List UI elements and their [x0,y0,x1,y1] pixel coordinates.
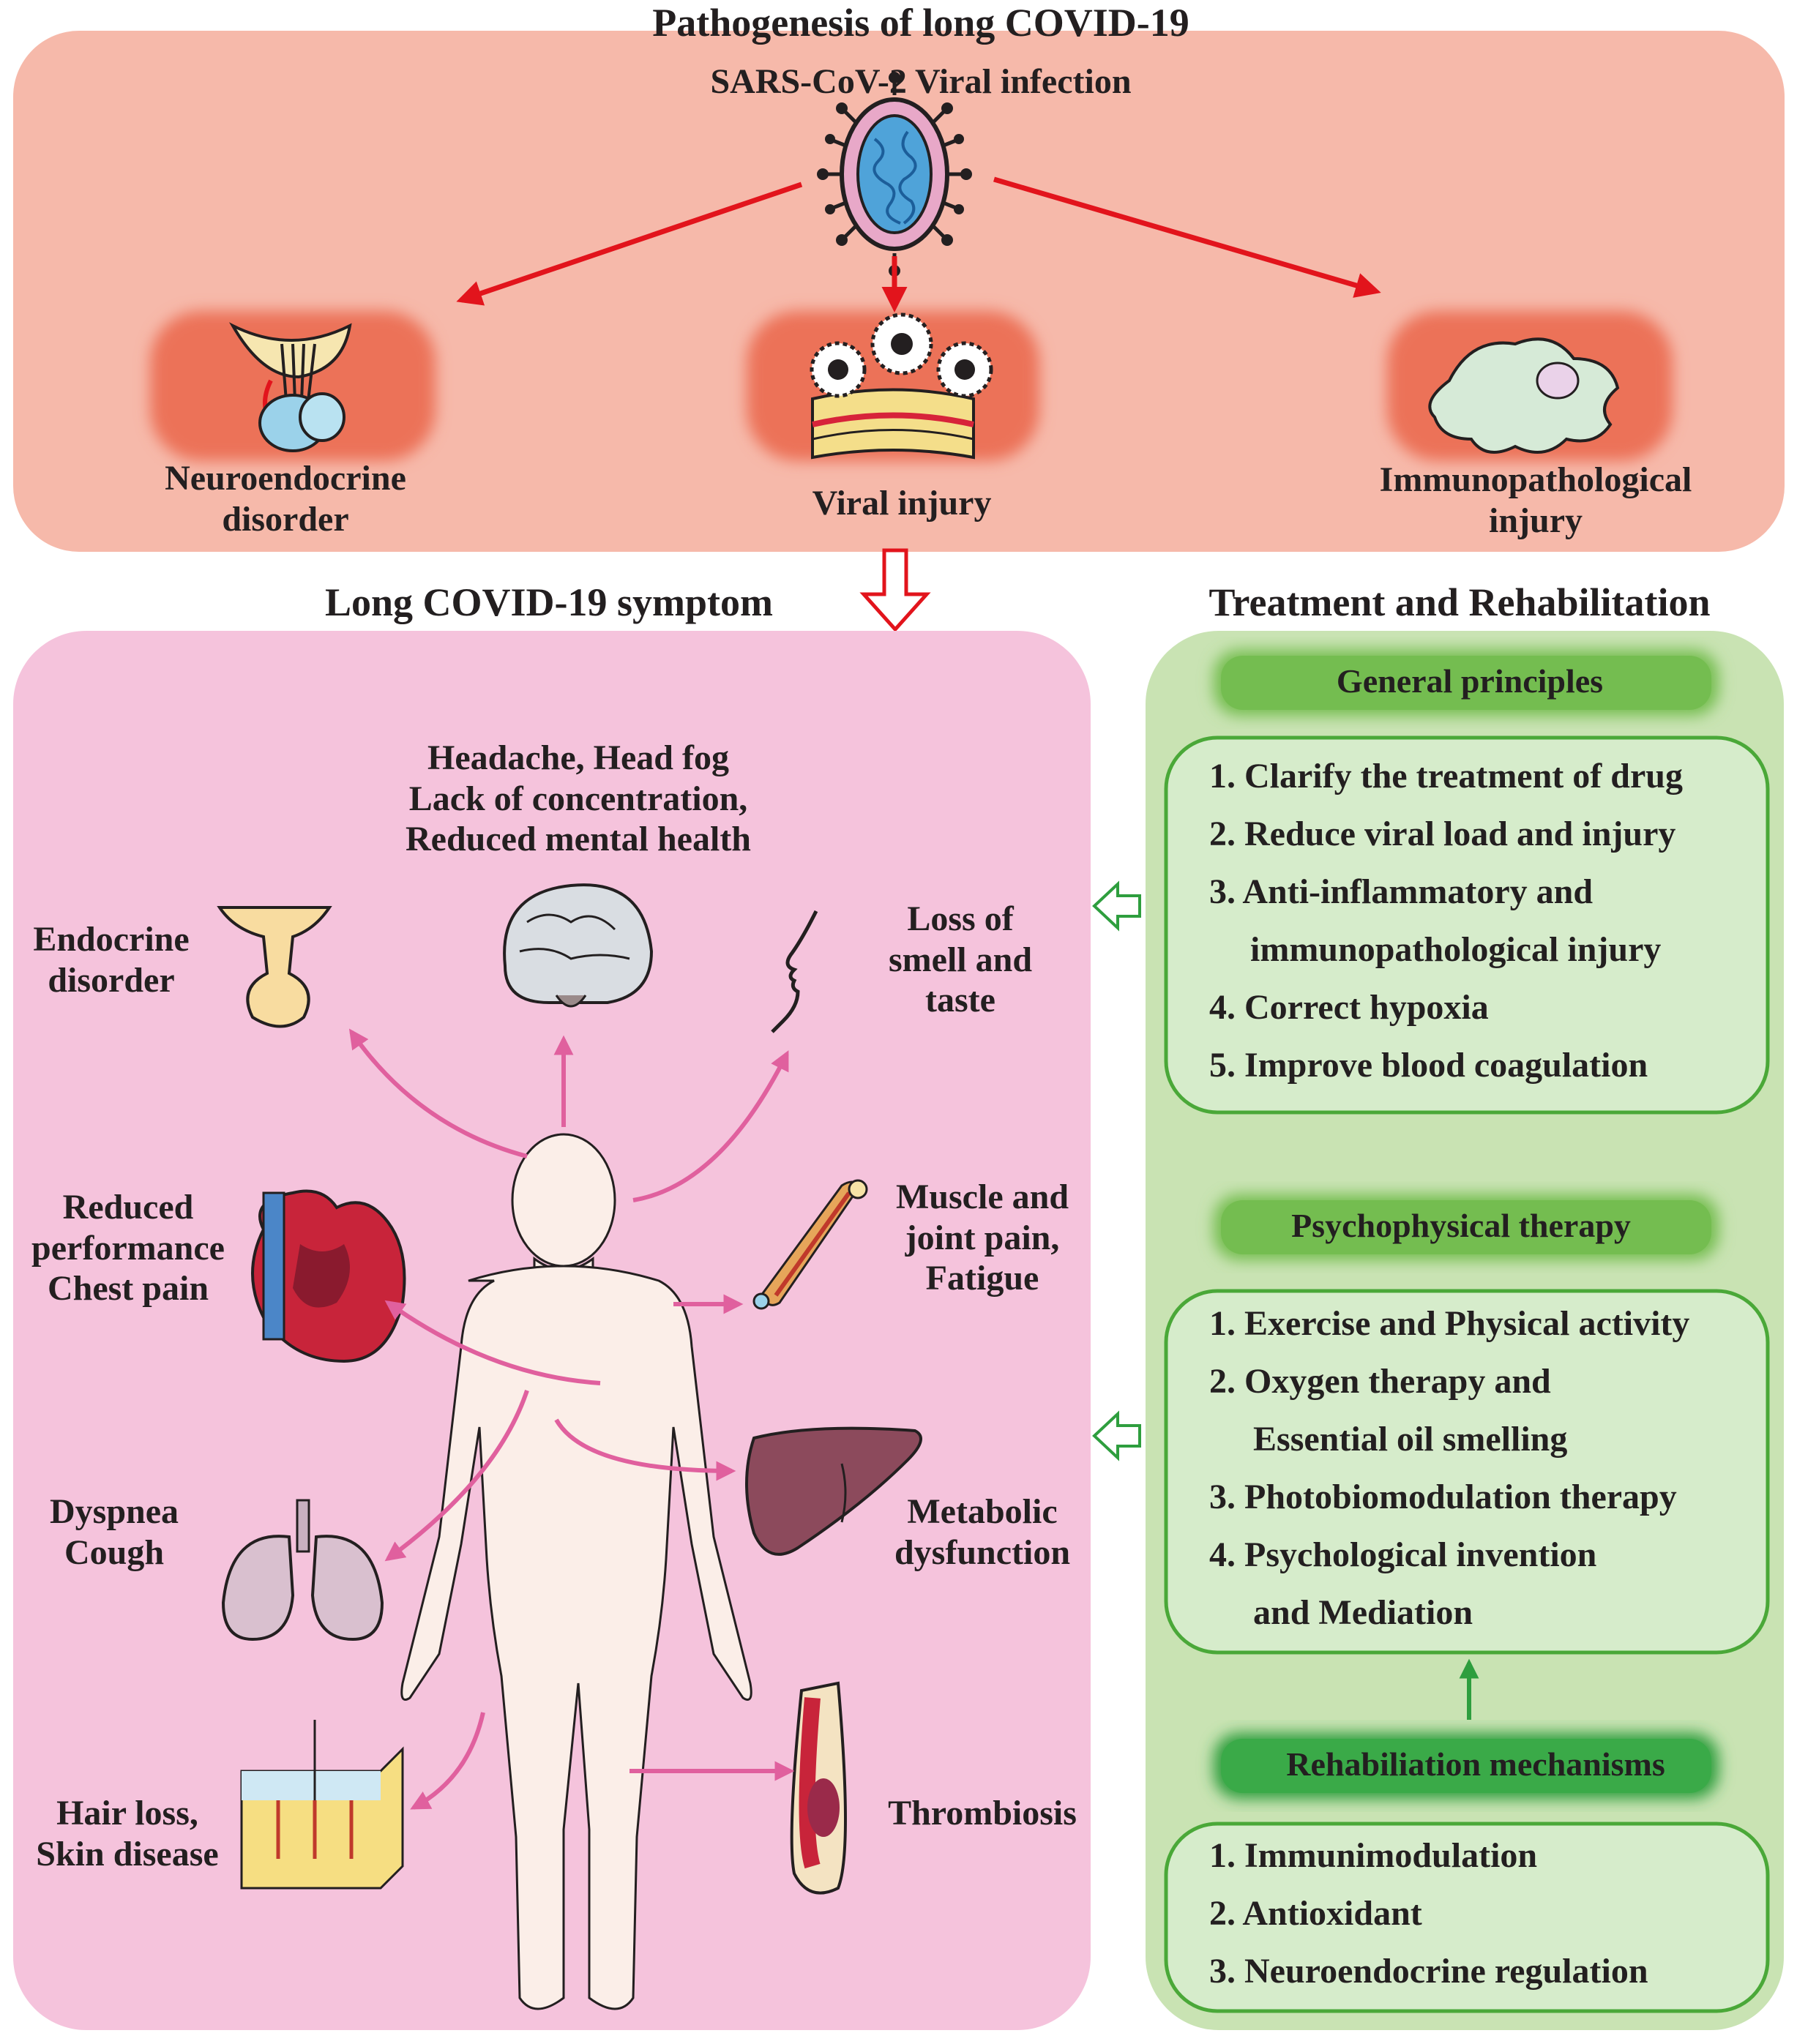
general-item-3: 3. Anti-inflammatory and [1209,872,1594,911]
infection-label: SARS-CoV-2 Viral infection [710,62,1132,101]
brain-icon [503,883,654,1008]
pituitary-small-icon [217,906,332,1028]
arrow-endocrine [348,1028,528,1158]
rehab-item-2: 2. Antioxidant [1209,1894,1422,1933]
skin-icon [240,1720,404,1890]
psychophysical-title: Psychophysical therapy [1291,1207,1631,1244]
general-item-4: 4. Correct hypoxia [1209,988,1489,1027]
liver-icon [745,1426,922,1556]
treatment-header: Treatment and Rehabilitation [1208,580,1711,624]
arrow-liver [554,1418,736,1481]
general-item-3b: immunopathological injury [1250,930,1662,969]
psycho-item-1: 1. Exercise and Physical activity [1209,1304,1690,1343]
blood-vessel-icon [790,1681,847,1895]
psycho-item-4b: and Mediation [1253,1593,1473,1632]
rehab-title: Rehabiliation mechanisms [1286,1745,1665,1783]
viral-injury-label: Viral injury [812,484,992,523]
psychophysical-box [1164,1289,1770,1655]
psycho-item-2: 2. Oxygen therapy and [1209,1362,1551,1401]
psycho-item-4: 4. Psychological invention [1209,1535,1597,1574]
face-icon [771,910,818,1033]
human-body-icon [400,1133,752,2010]
virus-icon [817,72,972,277]
green-left-arrow-1 [1092,880,1141,932]
arrow-smell [632,1050,789,1202]
symptom-header: Long COVID-19 symptom [324,580,774,624]
psycho-item-2b: Essential oil smelling [1253,1420,1568,1459]
neuroendocrine-blob [150,311,436,461]
page-title: Pathogenesis of long COVID-19 [652,1,1189,45]
symptom-thrombosis-label: Thrombiosis [888,1794,1077,1833]
heart-icon [251,1189,406,1363]
psycho-item-3: 3. Photobiomodulation therapy [1209,1478,1677,1516]
arrow-skin [410,1712,485,1810]
general-item-1: 1. Clarify the treatment of drug [1209,757,1683,795]
general-principles-box [1164,735,1770,1115]
general-item-5: 5. Improve blood coagulation [1209,1046,1648,1085]
green-left-arrow-2 [1092,1410,1141,1461]
general-principles-title: General principles [1336,662,1604,700]
lungs-icon [221,1499,384,1641]
pituitary-icon [228,322,352,452]
muscle-icon [752,1179,868,1310]
rehab-box [1164,1822,1770,2013]
rehab-item-3: 3. Neuroendocrine regulation [1209,1952,1648,1991]
rehab-item-1: 1. Immunimodulation [1209,1836,1538,1875]
down-arrow-icon [859,548,931,632]
arrow-to-neuroendocrine [456,181,803,306]
general-item-2: 2. Reduce viral load and injury [1209,815,1676,853]
arrow-heart [384,1300,601,1385]
virus-tissue-icon [810,312,993,460]
symptom-skin-label: Hair loss,Skin disease [36,1794,219,1873]
arrow-lung [384,1390,529,1562]
immune-cell-icon [1428,337,1620,454]
arrow-to-immuno [993,176,1381,298]
